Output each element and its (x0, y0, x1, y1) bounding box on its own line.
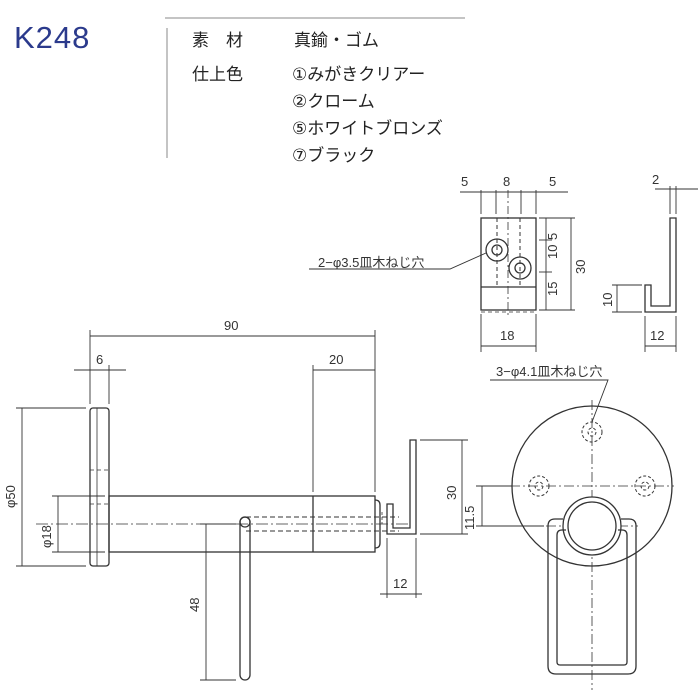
dim-hook-h: 10 (600, 293, 615, 307)
dim-tip-length: 20 (329, 352, 343, 367)
side-view-dimension-lines (16, 330, 468, 681)
holder-front-view (510, 400, 674, 690)
dim-hook-height: 30 (444, 486, 459, 500)
model-number: K248 (14, 20, 91, 55)
dim-front-v3: 15 (545, 282, 560, 296)
note-3-holes: 3−φ4.1皿木ねじ穴 (496, 364, 602, 379)
material-value: 真鍮・ゴム (294, 31, 379, 51)
finish-item-1: ①みがきクリアー (292, 65, 426, 85)
dim-top-w1: 5 (461, 174, 468, 189)
bracket-side-view (644, 217, 677, 313)
dim-front-w: 18 (500, 328, 514, 343)
dim-side-thick: 2 (652, 172, 659, 187)
side-view-dimensions (612, 186, 698, 352)
dim-top-w2: 8 (503, 174, 510, 189)
dim-base-diameter: φ50 (3, 485, 18, 508)
finish-item-3: ⑤ホワイトブロンズ (292, 119, 443, 139)
front-view-dimensions (309, 190, 575, 352)
dim-rod-diameter: φ18 (39, 525, 54, 548)
note-2-holes: 2−φ3.5皿木ねじ穴 (318, 255, 424, 270)
dim-flange-thick: 6 (96, 352, 103, 367)
bracket-front-view (480, 190, 537, 318)
finish-item-2: ②クローム (292, 92, 375, 112)
material-label: 素 材 (192, 31, 243, 51)
dim-total-length: 90 (224, 318, 238, 333)
dim-side-w: 12 (650, 328, 664, 343)
holder-side-view (36, 407, 417, 681)
dim-hook-width: 12 (393, 576, 407, 591)
finish-label: 仕上色 (192, 65, 243, 85)
dim-center-offset: 11.5 (462, 506, 477, 530)
dim-front-v2: 10 (545, 245, 560, 259)
dim-front-v1: 5 (545, 233, 560, 240)
dim-top-w3: 5 (549, 174, 556, 189)
dim-front-total: 30 (573, 260, 588, 274)
dim-pin-length: 48 (187, 598, 202, 612)
front-view-dimension-lines (476, 379, 609, 527)
finish-item-4: ⑦ブラック (292, 146, 376, 166)
